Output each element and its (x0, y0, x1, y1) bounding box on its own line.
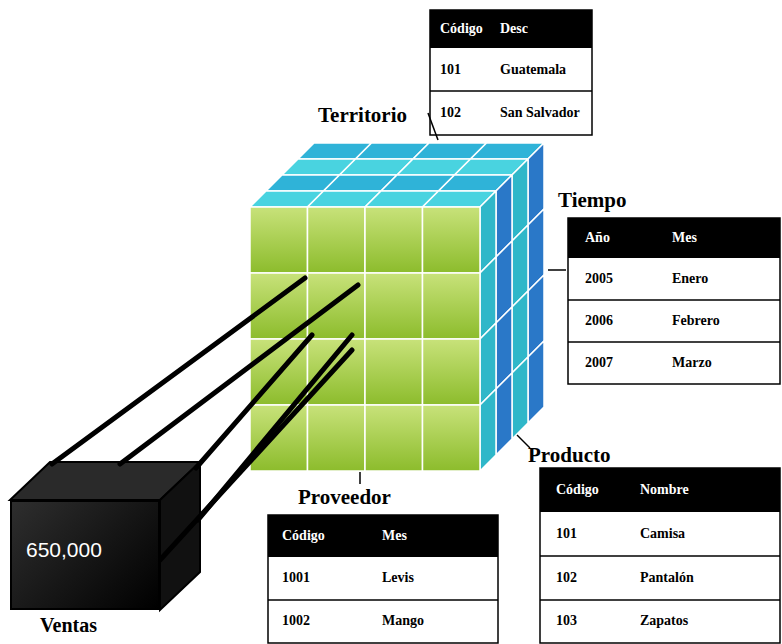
cube-cell (423, 339, 481, 405)
measure-box (10, 462, 200, 610)
table-cell: Camisa (640, 527, 685, 541)
table-cell: San Salvador (500, 106, 580, 120)
dimension-label: Tiempo (558, 190, 626, 211)
producto-table (540, 468, 780, 643)
cube-cell (250, 207, 308, 273)
cube-cell (250, 405, 308, 471)
table-header: Mes (382, 529, 407, 543)
table-cell: 2006 (585, 314, 613, 328)
cube-cell (528, 341, 544, 423)
cube-cell (423, 273, 481, 339)
cube-cell (480, 389, 496, 471)
axis-tick (428, 113, 438, 140)
cube-cell (365, 339, 423, 405)
table-cell: Levis (382, 571, 414, 585)
table-cell: 102 (440, 106, 461, 120)
cube-cell (512, 357, 528, 439)
cube-cell (365, 207, 423, 273)
cube-cell (496, 373, 512, 455)
axis-tick (548, 269, 566, 271)
table-cell: Guatemala (500, 63, 566, 77)
table-cell: Pantalón (640, 571, 694, 585)
table-cell: 2007 (585, 356, 613, 370)
cube-cell (365, 405, 423, 471)
cube-cell (308, 339, 366, 405)
measure-value: 650,000 (26, 539, 102, 560)
tiempo-table (568, 218, 780, 384)
table-cell: 103 (556, 614, 577, 628)
dimension-label: Proveedor (298, 487, 391, 508)
table-header: Mes (672, 231, 697, 245)
table-cell: 1001 (282, 571, 310, 585)
table-header: Código (440, 22, 483, 36)
measure-box: 650,000Ventas (10, 500, 160, 610)
table-header: Desc (500, 22, 528, 36)
cube-cell (308, 273, 366, 339)
table-cell: 1002 (282, 614, 310, 628)
table-cell: Enero (672, 272, 708, 286)
cube-cell (308, 405, 366, 471)
axis-tick (359, 472, 361, 484)
table-header: Año (585, 231, 610, 245)
cube-cell (423, 207, 481, 273)
table-cell: Febrero (672, 314, 720, 328)
table-cell: 101 (556, 527, 577, 541)
dimension-label: Producto (528, 445, 610, 466)
table-cell: 102 (556, 571, 577, 585)
dimension-label: Territorio (318, 105, 407, 126)
measure-label: Ventas (40, 615, 97, 635)
table-cell: Zapatos (640, 614, 688, 628)
proveedor-table (268, 515, 498, 643)
cube-cell (423, 405, 481, 471)
territorio-table (430, 10, 592, 135)
cube-cell (365, 273, 423, 339)
table-cell: 101 (440, 63, 461, 77)
table-cell: 2005 (585, 272, 613, 286)
table-header: Código (556, 483, 599, 497)
table-cell: Mango (382, 614, 424, 628)
table-header: Nombre (640, 483, 689, 497)
table-cell: Marzo (672, 356, 712, 370)
table-header: Código (282, 529, 325, 543)
cube-cell (308, 207, 366, 273)
olap-cube (250, 143, 544, 471)
